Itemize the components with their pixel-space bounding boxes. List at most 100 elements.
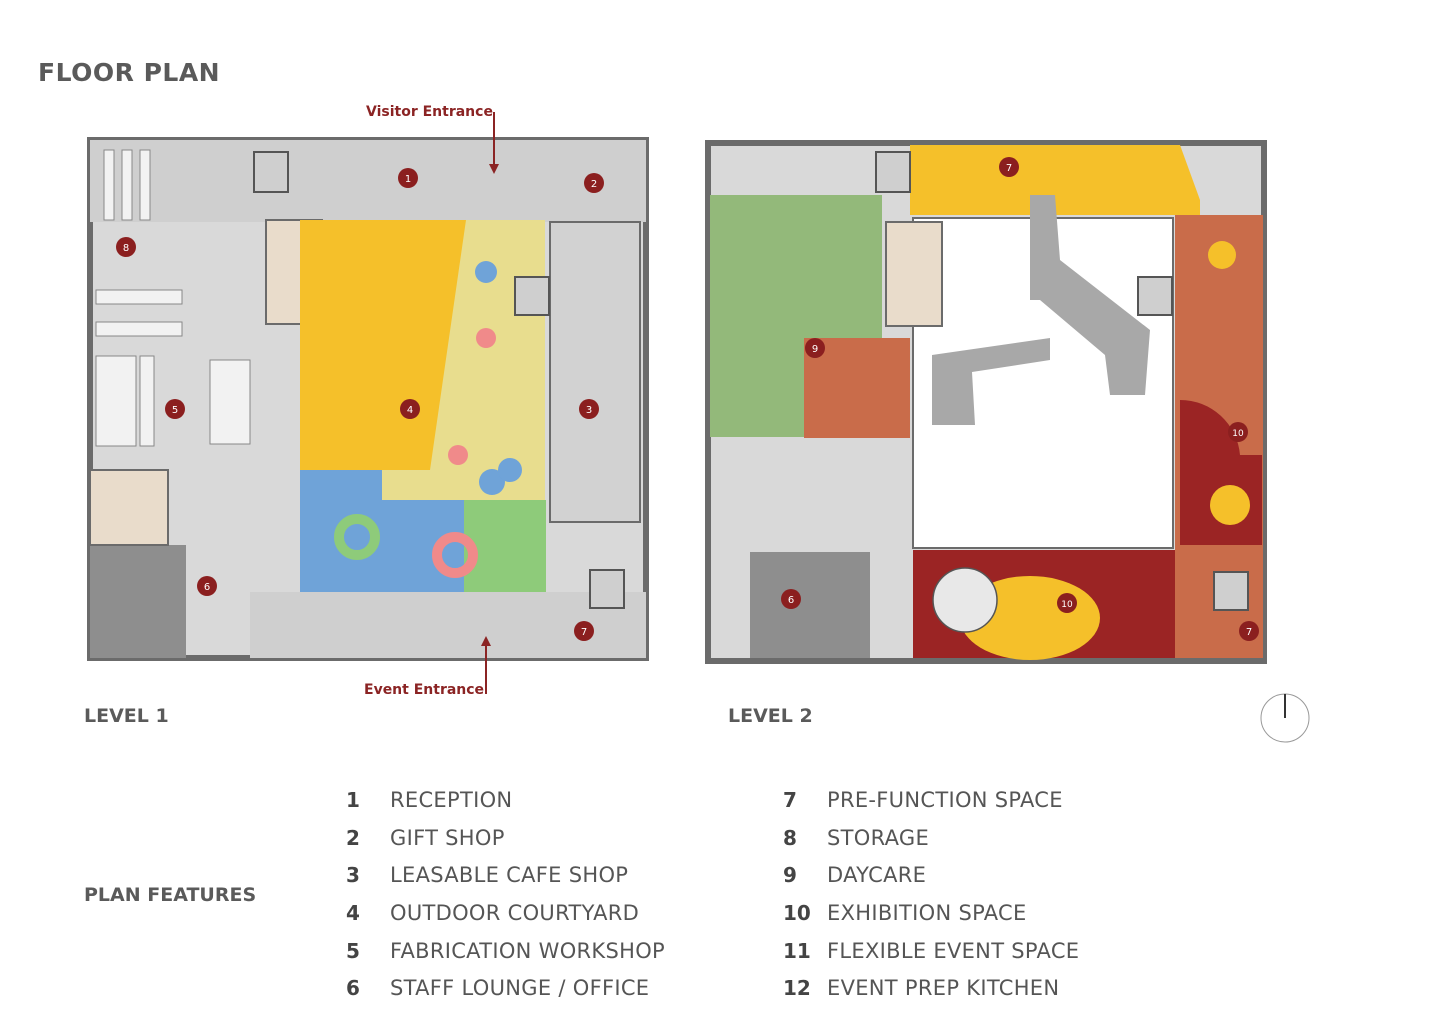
legend-item: 10 EXHIBITION SPACE <box>783 898 1027 928</box>
event-arrow-head <box>481 636 491 646</box>
legend-label: STAFF LOUNGE / OFFICE <box>390 976 650 1000</box>
legend-num: 7 <box>783 788 797 812</box>
marker-6: 6 <box>197 576 217 596</box>
svg-text:1: 1 <box>405 174 411 185</box>
workshop-tables <box>95 149 251 447</box>
svg-text:3: 3 <box>586 405 592 416</box>
marker-3: 3 <box>579 399 599 419</box>
level-2-label: LEVEL 2 <box>728 705 813 727</box>
marker-1: 1 <box>398 168 418 188</box>
legend-num: 10 <box>783 901 811 925</box>
legend-num: 2 <box>346 826 360 850</box>
marker-5: 5 <box>165 399 185 419</box>
level-1-staff-dark <box>90 545 186 658</box>
legend-label: OUTDOOR COURTYARD <box>390 901 640 925</box>
legend-item: 4 OUTDOOR COURTYARD <box>346 898 639 928</box>
level-2-restroom <box>885 221 943 327</box>
svg-text:9: 9 <box>812 344 818 355</box>
legend-item: 12 EVENT PREP KITCHEN <box>783 973 1059 1003</box>
exhibition-yellow-dot-2 <box>1210 485 1250 525</box>
courtyard-dot-blue <box>475 261 497 283</box>
marker-l2-7-top: 7 <box>999 157 1019 177</box>
legend-item: 1 RECEPTION <box>346 785 512 815</box>
courtyard-dot-pink <box>476 328 496 348</box>
legend-num: 12 <box>783 976 811 1000</box>
visitor-arrow-head <box>489 164 499 174</box>
office-dark <box>750 552 870 658</box>
legend-item: 8 STORAGE <box>783 823 929 853</box>
stair-spiral <box>932 567 998 633</box>
elevator-1 <box>253 151 289 193</box>
marker-8: 8 <box>116 237 136 257</box>
courtyard-ring-green <box>334 514 380 560</box>
legend-label: STORAGE <box>827 826 930 850</box>
level-1-top-band <box>90 140 646 222</box>
svg-text:6: 6 <box>204 582 210 593</box>
svg-text:10: 10 <box>1061 600 1073 610</box>
courtyard-dot-pink-2 <box>448 445 468 465</box>
legend-num: 8 <box>783 826 797 850</box>
svg-text:7: 7 <box>1246 627 1252 638</box>
elevator-3 <box>589 569 625 609</box>
marker-l2-10-bottom: 10 <box>1057 593 1077 613</box>
event-entrance-label: Event Entrance <box>364 682 485 698</box>
legend-item: 7 PRE-FUNCTION SPACE <box>783 785 1063 815</box>
central-sculpture-2 <box>932 338 1050 425</box>
visitor-entrance-label: Visitor Entrance <box>366 104 493 120</box>
svg-text:6: 6 <box>788 595 794 606</box>
marker-l2-10-right: 10 <box>1228 422 1248 442</box>
exhibition-yellow-dot <box>1208 241 1236 269</box>
marker-4: 4 <box>400 399 420 419</box>
svg-text:7: 7 <box>1006 163 1012 174</box>
legend-num: 5 <box>346 939 360 963</box>
legend-item: 5 FABRICATION WORKSHOP <box>346 936 665 966</box>
legend-item: 3 LEASABLE CAFE SHOP <box>346 860 628 890</box>
marker-l2-9: 9 <box>805 338 825 358</box>
legend-num: 6 <box>346 976 360 1000</box>
level-1-restroom-left <box>89 469 169 546</box>
plan-features-title: PLAN FEATURES <box>84 884 257 906</box>
legend-num: 11 <box>783 939 811 963</box>
legend-item: 11 FLEXIBLE EVENT SPACE <box>783 936 1079 966</box>
legend-label: RECEPTION <box>390 788 513 812</box>
legend-label: EXHIBITION SPACE <box>827 901 1027 925</box>
marker-l2-7-bottom: 7 <box>1239 621 1259 641</box>
elevator-4 <box>875 151 911 193</box>
svg-text:7: 7 <box>581 627 587 638</box>
legend-label: GIFT SHOP <box>390 826 505 850</box>
marker-7: 7 <box>574 621 594 641</box>
legend-item: 9 DAYCARE <box>783 860 926 890</box>
elevator-2 <box>514 276 550 316</box>
legend-num: 1 <box>346 788 360 812</box>
marker-l2-6: 6 <box>781 589 801 609</box>
svg-text:4: 4 <box>407 405 413 416</box>
courtyard-pale <box>382 220 545 500</box>
svg-text:10: 10 <box>1232 429 1244 439</box>
svg-text:5: 5 <box>172 405 178 416</box>
legend-label: FLEXIBLE EVENT SPACE <box>827 939 1080 963</box>
courtyard-dot-blue-2 <box>479 469 505 495</box>
svg-text:8: 8 <box>123 243 129 254</box>
legend-label: PRE-FUNCTION SPACE <box>827 788 1063 812</box>
central-sculpture <box>1030 195 1150 395</box>
legend-item: 6 STAFF LOUNGE / OFFICE <box>346 973 649 1003</box>
legend-label: FABRICATION WORKSHOP <box>390 939 666 963</box>
courtyard-dot-blue-3 <box>498 458 522 482</box>
legend-num: 4 <box>346 901 360 925</box>
legend-label: DAYCARE <box>827 863 927 887</box>
legend-num: 3 <box>346 863 360 887</box>
legend-label: EVENT PREP KITCHEN <box>827 976 1060 1000</box>
elevator-6 <box>1213 571 1249 611</box>
legend-label: LEASABLE CAFE SHOP <box>390 863 629 887</box>
legend-num: 9 <box>783 863 797 887</box>
legend-item: 2 GIFT SHOP <box>346 823 505 853</box>
cafe-room <box>549 221 641 523</box>
courtyard-green <box>464 500 546 592</box>
prefunction-yellow <box>910 145 1200 215</box>
svg-text:2: 2 <box>591 179 597 190</box>
page-title: FLOOR PLAN <box>38 58 221 87</box>
level-1-label: LEVEL 1 <box>84 705 169 727</box>
